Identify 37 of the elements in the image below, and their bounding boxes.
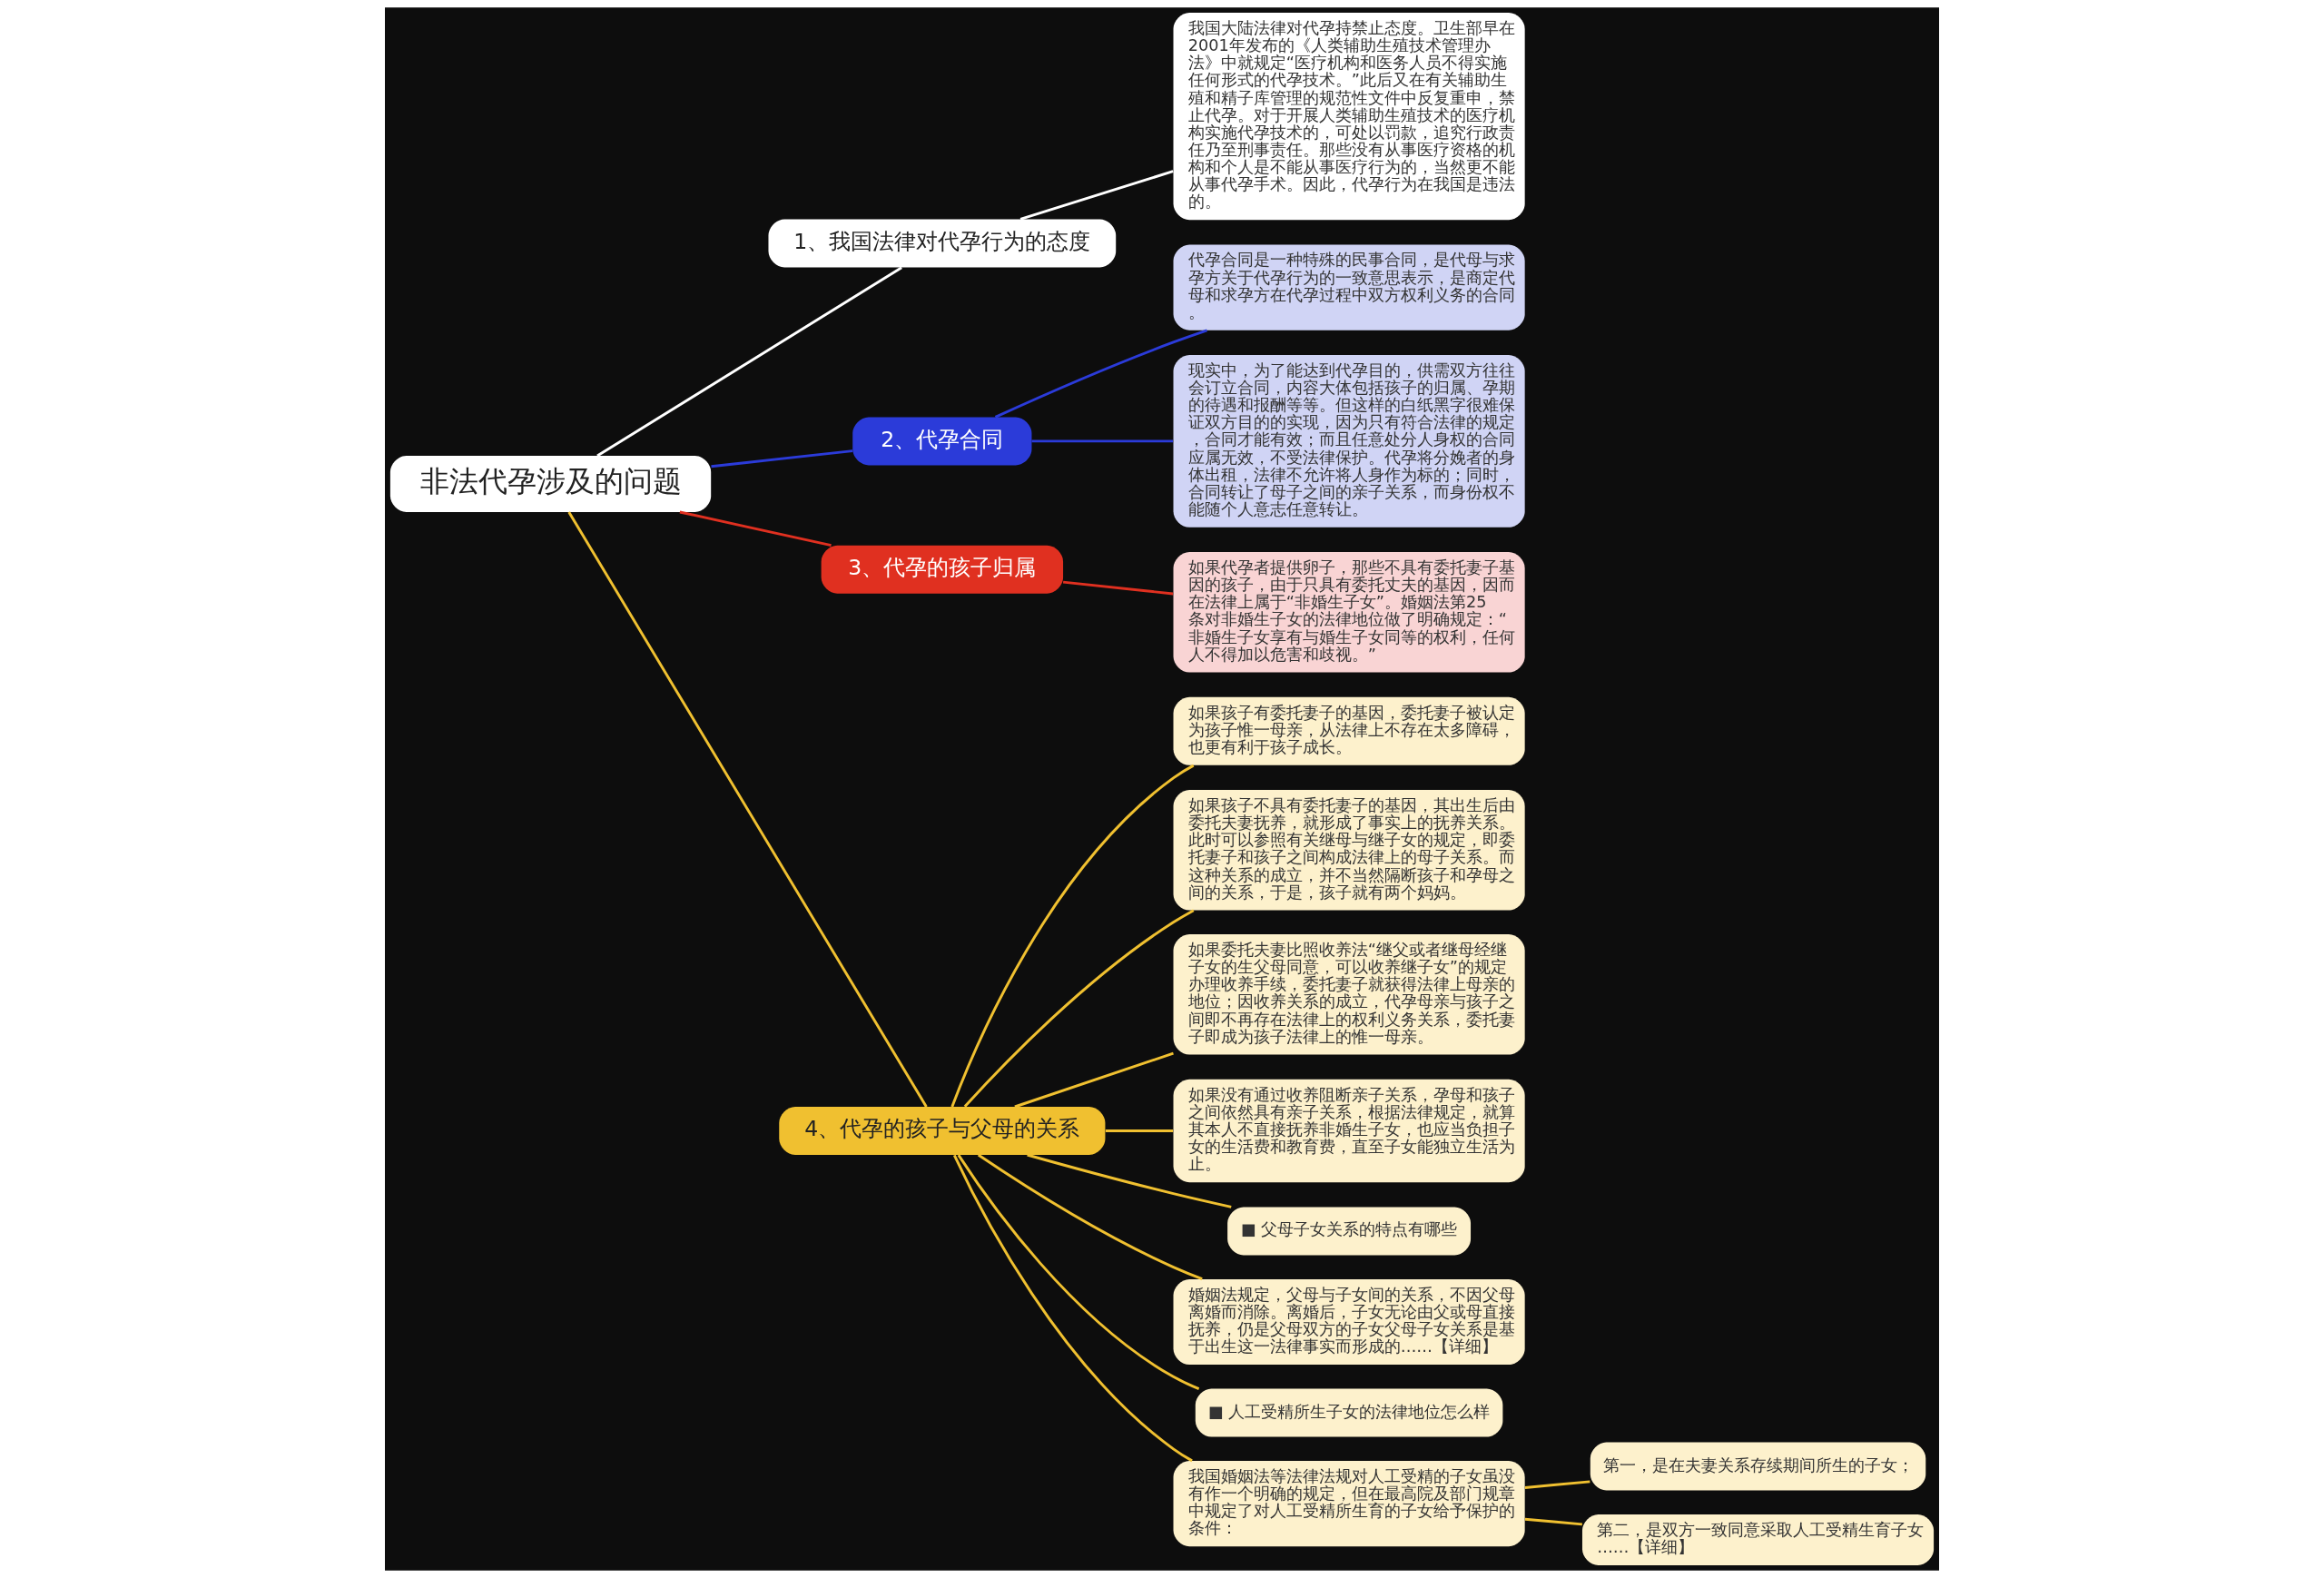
connector	[1062, 580, 1174, 596]
connector	[950, 764, 1195, 1108]
connector	[957, 1154, 1200, 1390]
node-box: 第二，是双方一致同意采取人工受精生育子女……【详细】	[1581, 1514, 1935, 1565]
node-box: ■ 父母子女关系的特点有哪些	[1227, 1207, 1472, 1256]
node-box: 如果代孕者提供卵子，那些不具有委托妻子基因的孩子，由于只具有委托丈夫的基因，因而在法律上属于“非婚生子女”。婚姻法第25条对非婚生子女的法律地位做了明确规定：“非婚生子女享有与婚生子女同等的权利，任何人不得加以危害和歧视。”	[1173, 552, 1525, 673]
connector	[1014, 1051, 1174, 1109]
node-box: 如果没有通过收养阻断亲子关系，孕母和孩子之间依然具有亲子关系，根据法律规定，就算其本人不直接抚养非婚生子女，也应当负担子女的生活费和教育费，直至子女能独立生活为止。	[1173, 1079, 1525, 1183]
node-box: 代孕合同是一种特殊的民事合同，是代母与求孕方关于代孕行为的一致意思表示，是商定代母和求孕方在代孕过程中双方权利义务的合同。	[1173, 244, 1525, 330]
connector	[952, 1154, 1193, 1463]
node-box: 1、我国法律对代孕行为的态度	[768, 219, 1117, 268]
connector	[679, 510, 832, 547]
connector	[1031, 439, 1174, 443]
node-box: 4、代孕的孩子与父母的关系	[779, 1107, 1106, 1155]
node-box: 非法代孕涉及的问题	[389, 456, 712, 512]
node-box: 如果孩子有委托妻子的基因，委托妻子被认定为孩子惟一母亲，从法律上不存在太多障碍，也更有利于孩子成长。	[1173, 696, 1525, 765]
node-box: 如果孩子不具有委托妻子的基因，其出生后由委托夫妻抚养，就形成了事实上的抚养关系。此时可以参照有关继母与继子女的规定，即委托妻子和孩子之间构成法律上的母子关系。而这种关系的成立，并不当然隔断孩子和孕母之间的关系，于是，孩子就有两个妈妈。	[1173, 790, 1525, 911]
node-box: 如果委托夫妻比照收养法“继父或者继母经继子女的生父母同意，可以收养继子女”的规定办理收养手续，委托妻子就获得法律上母亲的地位；因收养关系的成立，代孕母亲与孩子之间即不再存在法律上的权利义务关系，委托妻子即成为孩子法律上的惟一母亲。	[1173, 934, 1525, 1055]
node-box: 我国大陆法律对代孕持禁止态度。卫生部早在2001年发布的《人类辅助生殖技术管理办法》中就规定“医疗机构和医务人员不得实施任何形式的代孕技术。”此后又在有关辅助生殖和精子库管理的规范性文件中反复重申，禁止代孕。对于开展人类辅助生殖技术的医疗机构实施代孕技术的，可处以罚款，追究行政责任乃至刑事责任。那些没有从事医疗资格的机构和个人是不能从事医疗行为的，当然更不能从事代孕手术。因此，代孕行为在我国是违法的。	[1173, 13, 1525, 221]
connector	[596, 266, 902, 458]
node-box: 第一，是在夫妻关系存续期间所生的子女；	[1590, 1442, 1926, 1491]
connector	[1524, 1480, 1590, 1489]
connector	[963, 909, 1195, 1108]
node-box: 现实中，为了能达到代孕目的，供需双方往往会订立合同，内容大体包括孩子的归属、孕期的待遇和报酬等等。但这样的白纸黑字很难保证双方目的的实现，因为只有符合法律的规定，合同才能有效；而且任意处分人身权的合同应属无效，不受法律保护。代孕将分娩者的身体出租，法律不允许将人身作为标的；同时，合同转让了母子之间的亲子关系，而身份权不能随个人意志任意转让。	[1173, 354, 1525, 528]
node-box: 婚姻法规定，父母与子女间的关系，不因父母离婚而消除。离婚后，子女无论由父或母直接抚养，仍是父母双方的子女父母子女关系是基于出生这一法律事实而形成的……【详细】	[1173, 1278, 1525, 1366]
connector	[567, 511, 928, 1108]
node-box: 2、代孕合同	[852, 417, 1032, 466]
connector	[1027, 1153, 1232, 1208]
node-box: 我国婚姻法等法律法规对人工受精的子女虽没有作一个明确的规定，但在最高院及部门规章中规定了对人工受精所生育的子女给予保护的条件：	[1173, 1461, 1525, 1547]
connector	[1524, 1517, 1582, 1526]
connector	[1105, 1129, 1174, 1132]
node-box: ■ 人工受精所生子女的法律地位怎么样	[1195, 1388, 1503, 1437]
connector	[977, 1153, 1203, 1281]
connector	[1019, 170, 1174, 221]
connector	[711, 449, 853, 468]
connector	[994, 329, 1207, 419]
node-box: 3、代孕的孩子归属	[821, 545, 1064, 594]
